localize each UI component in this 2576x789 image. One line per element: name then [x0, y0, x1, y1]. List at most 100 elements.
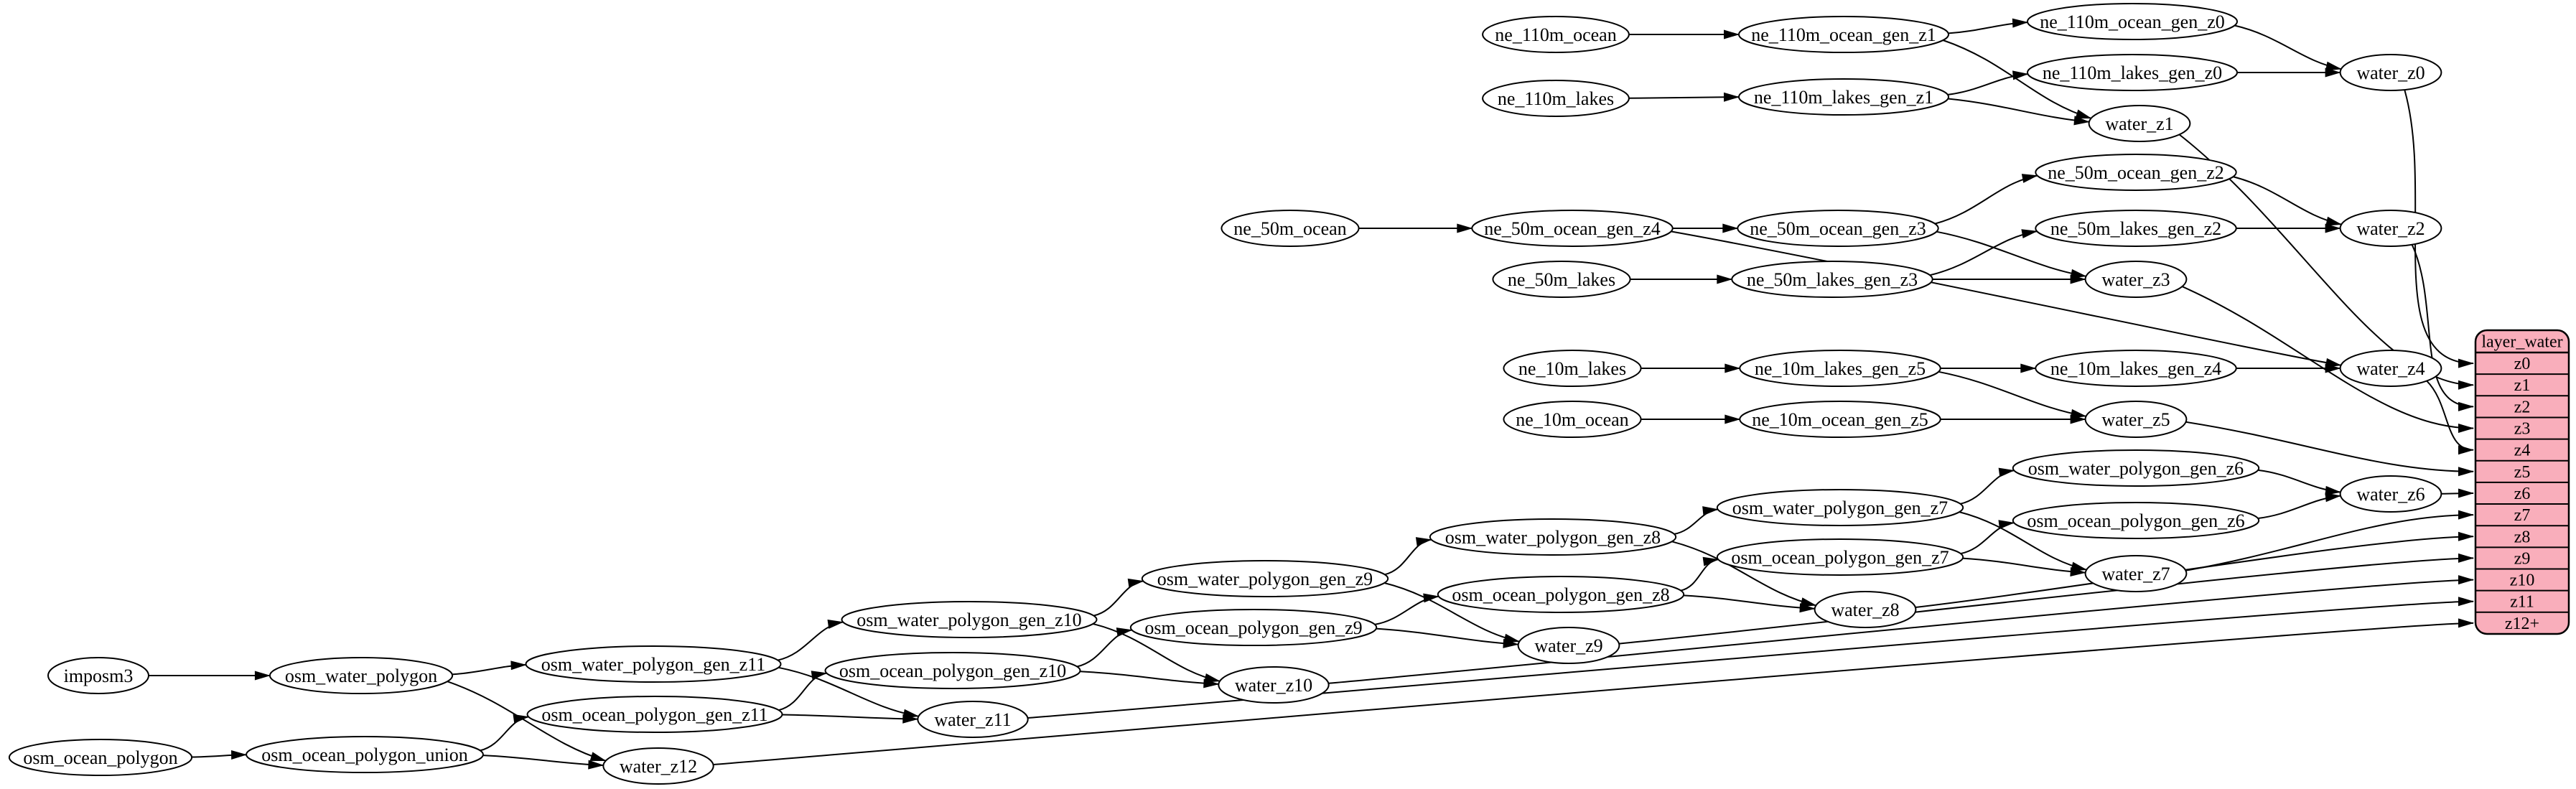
table-row-z12+: z12+ — [2505, 615, 2539, 633]
node-label: osm_ocean_polygon_gen_z7 — [1731, 547, 1949, 568]
node-label: ne_50m_ocean_gen_z3 — [1750, 218, 1926, 239]
node-osm_ocean_polygon_gen_z9: osm_ocean_polygon_gen_z9 — [1129, 609, 1378, 646]
node-water_z9: water_z9 — [1517, 627, 1620, 664]
edge-osm_water_polygon_gen_z10--water_z10 — [1093, 623, 1221, 683]
node-ne_110m_ocean_gen_z1: ne_110m_ocean_gen_z1 — [1738, 16, 1949, 53]
node-ellipse — [1129, 609, 1378, 646]
node-ellipse — [1471, 210, 1674, 247]
edge-osm_ocean_polygon_gen_z10--water_z10 — [1080, 671, 1220, 688]
edge-osm_water_polygon_gen_z6--water_z6 — [2257, 469, 2341, 495]
node-ellipse — [2027, 54, 2238, 91]
node-ne_50m_ocean_gen_z4: ne_50m_ocean_gen_z4 — [1471, 210, 1674, 247]
node-label: osm_ocean_polygon_gen_z11 — [541, 704, 767, 725]
node-ellipse — [2339, 210, 2442, 247]
node-ellipse — [1716, 538, 1964, 576]
node-label: ne_110m_lakes_gen_z0 — [2043, 62, 2222, 83]
edge-osm_water_polygon_gen_z9--water_z9 — [1383, 582, 1521, 643]
node-ellipse — [1739, 350, 1941, 387]
node-label: osm_water_polygon_gen_z8 — [1445, 527, 1661, 548]
node-label: osm_water_polygon — [285, 666, 437, 686]
table-title: layer_water — [2481, 333, 2562, 352]
node-osm_ocean_polygon_gen_z8: osm_ocean_polygon_gen_z8 — [1437, 576, 1685, 613]
edge-osm_water_polygon_gen_z8--osm_water_polygon_gen_z7 — [1674, 506, 1719, 535]
node-label: osm_ocean_polygon — [23, 747, 177, 768]
node-label: ne_10m_ocean_gen_z5 — [1752, 409, 1928, 430]
node-water_z4: water_z4 — [2339, 350, 2442, 387]
node-label: water_z6 — [2356, 484, 2425, 505]
node-osm_water_polygon: osm_water_polygon — [269, 657, 454, 694]
node-ne_50m_ocean_gen_z2: ne_50m_ocean_gen_z2 — [2035, 154, 2237, 191]
edge-osm_ocean_polygon_gen_z9--water_z9 — [1376, 627, 1519, 648]
edge-ne_110m_lakes_gen_z1--ne_110m_lakes_gen_z0 — [1947, 70, 2029, 95]
edge-osm_water_polygon_gen_z11--water_z11 — [778, 666, 920, 719]
node-osm_ocean_polygon: osm_ocean_polygon — [8, 739, 193, 776]
node-ne_50m_ocean_gen_z3: ne_50m_ocean_gen_z3 — [1737, 210, 1939, 247]
edges-layer — [149, 18, 2474, 770]
node-ellipse — [1738, 16, 1949, 53]
node-label: water_z3 — [2101, 269, 2170, 290]
edge-ne_110m_lakes_gen_z1--water_z1 — [1948, 98, 2090, 126]
node-label: osm_ocean_polygon_gen_z8 — [1452, 584, 1669, 605]
table-row-z2: z2 — [2514, 398, 2531, 416]
node-label: ne_110m_ocean_gen_z0 — [2040, 11, 2225, 32]
node-ellipse — [2339, 350, 2442, 387]
edge-osm_ocean_polygon_gen_z7--osm_ocean_polygon_gen_z6 — [1960, 520, 2015, 555]
node-label: osm_ocean_polygon_union — [261, 744, 467, 765]
node-water_z6: water_z6 — [2339, 475, 2442, 513]
node-ne_50m_lakes_gen_z2: ne_50m_lakes_gen_z2 — [2035, 210, 2237, 247]
node-label: ne_50m_lakes — [1508, 269, 1615, 290]
edge-osm_ocean_polygon_gen_z8--osm_ocean_polygon_gen_z7 — [1680, 556, 1719, 592]
node-water_z3: water_z3 — [2084, 261, 2188, 298]
node-ne_50m_lakes: ne_50m_lakes — [1492, 261, 1631, 298]
edge-water_z8--layer_water-z8 — [1915, 531, 2474, 608]
edge-water_z10--layer_water-z10 — [1328, 575, 2474, 684]
node-label: water_z1 — [2105, 113, 2173, 134]
node-water_z12: water_z12 — [602, 747, 714, 785]
edge-osm_ocean_polygon_gen_z9--osm_ocean_polygon_gen_z8 — [1374, 593, 1439, 625]
nodes-layer: ne_110m_ocean ne_110m_ocean_gen_z1 ne_110m… — [8, 3, 2442, 785]
table-row-z11: z11 — [2510, 593, 2534, 612]
node-osm_water_polygon_gen_z9: osm_water_polygon_gen_z9 — [1141, 560, 1389, 597]
table-layer: layer_waterz0z1z2z3z4z5z6z7z8z9z10z11z12… — [2474, 329, 2570, 635]
node-label: ne_50m_lakes_gen_z3 — [1747, 269, 1918, 290]
edge-osm_water_polygon_gen_z7--water_z7 — [1959, 511, 2088, 571]
node-ne_110m_ocean: ne_110m_ocean — [1482, 16, 1630, 53]
node-label: water_z7 — [2101, 564, 2170, 584]
table-row-z6: z6 — [2514, 485, 2531, 503]
node-osm_ocean_polygon_union: osm_ocean_polygon_union — [246, 736, 484, 773]
node-label: osm_water_polygon_gen_z7 — [1732, 498, 1948, 518]
node-label: imposm3 — [64, 666, 134, 686]
node-ne_110m_lakes_gen_z1: ne_110m_lakes_gen_z1 — [1738, 78, 1949, 116]
node-ellipse — [1482, 16, 1630, 53]
node-ellipse — [1141, 560, 1389, 597]
node-label: ne_10m_lakes_gen_z4 — [2050, 358, 2221, 379]
edge-water_z6--layer_water-z6 — [2441, 488, 2474, 498]
edge-ne_110m_ocean_gen_z1--water_z1 — [1942, 39, 2092, 119]
node-ellipse — [1221, 210, 1360, 247]
edge-osm_ocean_polygon_union--osm_ocean_polygon_gen_z11 — [480, 714, 530, 752]
node-label: ne_110m_lakes_gen_z1 — [1754, 87, 1933, 108]
edge-ne_50m_ocean_gen_z3--water_z3 — [1936, 230, 2087, 279]
node-ellipse — [2084, 555, 2188, 592]
edge-ne_50m_ocean_gen_z2--water_z2 — [2233, 176, 2343, 226]
edge-water_z2--layer_water-z2 — [2411, 244, 2474, 411]
table-row-z3: z3 — [2514, 420, 2531, 439]
node-ellipse — [8, 739, 193, 776]
node-ellipse — [2035, 210, 2237, 247]
edge-water_z5--layer_water-z5 — [2185, 421, 2474, 477]
node-label: water_z12 — [620, 756, 697, 777]
edge-osm_water_polygon_gen_z9--osm_water_polygon_gen_z8 — [1384, 537, 1432, 576]
edge-osm_water_polygon_gen_z8--water_z8 — [1671, 541, 1817, 607]
node-osm_water_polygon_gen_z6: osm_water_polygon_gen_z6 — [2012, 449, 2260, 487]
edge-osm_water_polygon--water_z12 — [447, 681, 607, 762]
node-ellipse — [2084, 401, 2188, 438]
node-ellipse — [269, 657, 454, 694]
node-osm_ocean_polygon_gen_z7: osm_ocean_polygon_gen_z7 — [1716, 538, 1964, 576]
node-label: ne_110m_lakes — [1498, 88, 1614, 109]
node-ne_10m_lakes_gen_z4: ne_10m_lakes_gen_z4 — [2035, 350, 2237, 387]
node-ellipse — [2084, 261, 2188, 298]
node-osm_water_polygon_gen_z8: osm_water_polygon_gen_z8 — [1429, 518, 1677, 556]
table-row-z9: z9 — [2514, 549, 2531, 568]
node-ne_110m_ocean_gen_z0: ne_110m_ocean_gen_z0 — [2027, 3, 2238, 40]
